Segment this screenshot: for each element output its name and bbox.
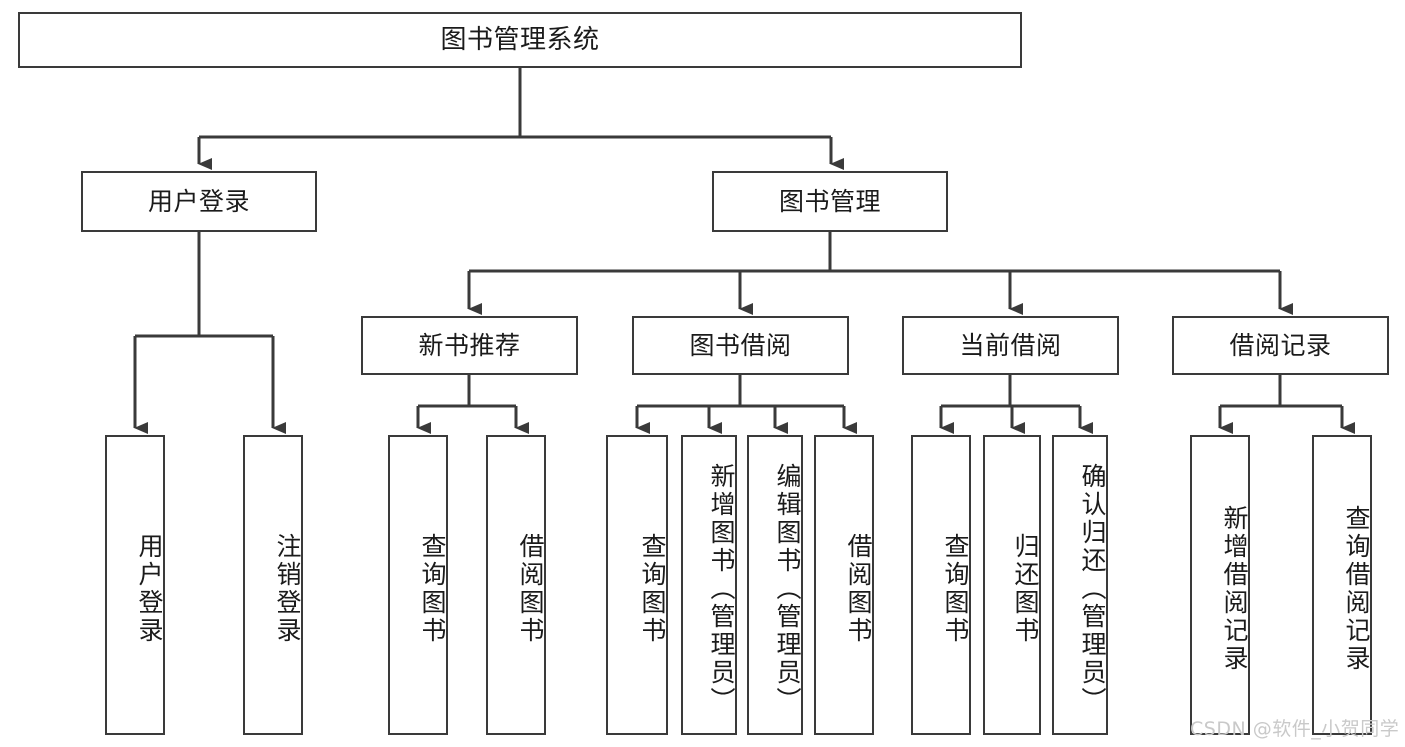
node-root-label: 图书管理系统 — [440, 24, 600, 55]
leaf-add-borrow-record[interactable]: 新增借阅记录 — [1190, 435, 1250, 735]
leaf-borrow-book-recommend[interactable]: 借阅图书 — [486, 435, 546, 735]
leaf-label: 查询图书 — [638, 533, 667, 645]
leaf-label: 注销登录 — [273, 533, 302, 645]
node-label: 新书推荐 — [418, 330, 521, 360]
node-label: 当前借阅 — [959, 330, 1062, 360]
leaf-query-borrow-record[interactable]: 查询借阅记录 — [1312, 435, 1372, 735]
node-root[interactable]: 图书管理系统 — [18, 12, 1022, 68]
leaf-label: 查询借阅记录 — [1342, 505, 1371, 673]
leaf-borrow-book[interactable]: 借阅图书 — [814, 435, 874, 735]
node-label: 图书管理 — [778, 186, 881, 216]
node-level2-book-management[interactable]: 图书管理 — [712, 171, 948, 232]
leaf-label: 编辑图书（管理员） — [773, 463, 802, 715]
leaf-label: 确认归还（管理员） — [1078, 463, 1107, 715]
leaf-label: 用户登录 — [135, 533, 164, 645]
leaf-label: 新增图书（管理员） — [707, 463, 736, 715]
node-level3-book-borrow[interactable]: 图书借阅 — [632, 316, 849, 375]
leaf-add-book-admin[interactable]: 新增图书（管理员） — [681, 435, 737, 735]
node-label: 借阅记录 — [1229, 330, 1332, 360]
node-level3-borrow-records[interactable]: 借阅记录 — [1172, 316, 1389, 375]
leaf-label: 查询图书 — [941, 533, 970, 645]
leaf-label: 借阅图书 — [516, 533, 545, 645]
leaf-edit-book-admin[interactable]: 编辑图书（管理员） — [747, 435, 803, 735]
leaf-query-book-recommend[interactable]: 查询图书 — [388, 435, 448, 735]
node-label: 用户登录 — [147, 186, 250, 216]
node-level3-current-borrow[interactable]: 当前借阅 — [902, 316, 1119, 375]
leaf-label: 借阅图书 — [844, 533, 873, 645]
leaf-label: 查询图书 — [418, 533, 447, 645]
csdn-watermark: CSDN @软件_小贺同学 — [1190, 718, 1400, 740]
leaf-query-book-borrow[interactable]: 查询图书 — [606, 435, 668, 735]
leaf-query-book-current[interactable]: 查询图书 — [911, 435, 971, 735]
leaf-logout[interactable]: 注销登录 — [243, 435, 303, 735]
leaf-return-book[interactable]: 归还图书 — [983, 435, 1041, 735]
leaf-label: 新增借阅记录 — [1220, 505, 1249, 673]
leaf-label: 归还图书 — [1011, 533, 1040, 645]
node-level2-user-login[interactable]: 用户登录 — [81, 171, 317, 232]
leaf-confirm-return-admin[interactable]: 确认归还（管理员） — [1052, 435, 1108, 735]
leaf-user-login[interactable]: 用户登录 — [105, 435, 165, 735]
node-level3-new-book-recommend[interactable]: 新书推荐 — [361, 316, 578, 375]
node-label: 图书借阅 — [689, 330, 792, 360]
